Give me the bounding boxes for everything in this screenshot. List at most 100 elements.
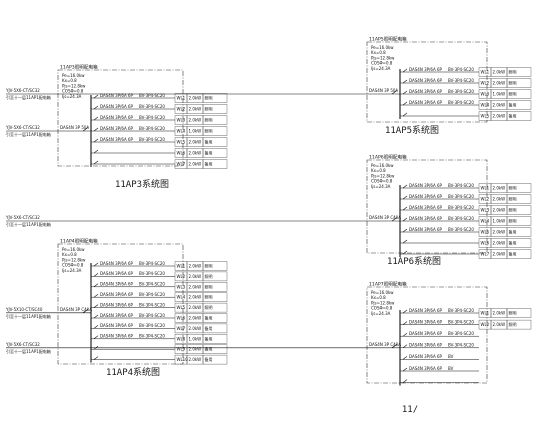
circuit-cable-spec: BV-3P4-SC20 — [139, 282, 165, 287]
breaker-switch-symbol — [93, 314, 99, 319]
circuit-breaker-spec: DAS4N 3P/6A 6P — [100, 261, 133, 266]
circuit-use-cell — [202, 271, 228, 282]
circuit-tag: WL5 — [177, 305, 186, 310]
breaker-switch-symbol — [402, 79, 408, 84]
circuit-use: 备用 — [509, 229, 517, 235]
circuit-use: 备用 — [205, 150, 213, 156]
load-parameter: Pjs=12.8kw — [62, 83, 86, 88]
breaker-switch-symbol — [402, 195, 408, 200]
circuit-use-cell — [202, 292, 228, 302]
circuit-breaker-spec: DAS4N 3P/6A 6P — [409, 89, 442, 94]
circuit-power: 2.0kW — [189, 151, 202, 156]
circuit-cable-spec: BV-3P4-SC20 — [448, 100, 474, 105]
circuit-use-cell — [506, 308, 532, 318]
breaker-switch-symbol — [402, 367, 408, 372]
circuit-cable-spec: BV-3P4-SC20 — [448, 89, 474, 94]
load-parameter: COSΦ=0.8 — [62, 263, 84, 268]
circuit-breaker-spec: DAS4N 3P/6A 6P — [409, 366, 442, 371]
circuit-cable-spec: BV-3P4-SC20 — [139, 93, 165, 98]
breaker-switch-symbol — [93, 105, 99, 110]
circuit-tag: WL1 — [481, 311, 490, 316]
circuit-use: 照明 — [509, 92, 517, 97]
circuit-breaker-spec: DAS4N 3P/6A 6P — [409, 216, 442, 221]
circuit-cable-spec: BV-3P4-SC20 — [139, 323, 165, 328]
panel-enclosure — [366, 159, 488, 254]
incoming-feeder-note: 引至十一层11AP1配电箱 — [6, 131, 51, 137]
circuit-power: 2.0kW — [189, 118, 202, 123]
main-breaker-label: DAS4N 3P C40A — [369, 342, 401, 347]
circuit-tag: WL7 — [481, 252, 490, 257]
load-parameter: Kx=0.8 — [371, 168, 386, 173]
circuit-power: 2.0kW — [493, 70, 506, 75]
circuit-tag: WL2 — [481, 322, 490, 327]
circuit-breaker-spec: DAS4N 3P/6A 6P — [100, 302, 133, 307]
main-breaker-label: DAS4N 3P 50A — [369, 88, 398, 93]
circuit-breaker-spec: DAS4N 3P/6A 6P — [409, 205, 442, 210]
circuit-power: 2.0kW — [189, 347, 202, 352]
circuit-use: 照明 — [205, 274, 213, 279]
circuit-tag: WL5 — [481, 230, 490, 235]
circuit-use-cell — [506, 183, 532, 193]
circuit-cable-spec: BV-3P4-SC20 — [139, 115, 165, 120]
breaker-switch-symbol — [402, 239, 408, 244]
load-parameter: Pe=16.0kw — [62, 247, 85, 252]
circuit-use: 备用 — [205, 346, 213, 352]
circuit-power: 2.0kW — [493, 114, 506, 119]
circuit-use-cell — [202, 313, 228, 323]
circuit-power: 2.0kW — [189, 274, 202, 279]
circuit-use: 照明 — [205, 107, 213, 112]
circuit-power: 2.0kW — [189, 162, 202, 167]
panel-header: 11AP5照明配电箱 — [369, 36, 407, 43]
circuit-use-cell — [506, 67, 532, 77]
circuit-cable-spec: BV-3P4-SC20 — [448, 331, 474, 336]
circuit-power: 1.0kW — [493, 92, 506, 97]
load-parameter: Pe=16.0kw — [371, 163, 394, 168]
circuit-breaker-spec: DAS4N 3P/6A 6P — [100, 292, 133, 297]
circuit-use: 照明 — [509, 70, 517, 75]
breaker-switch-symbol — [93, 304, 99, 308]
circuit-power: 2.0kW — [493, 311, 506, 316]
breaker-switch-symbol — [402, 184, 408, 189]
circuit-tag: WL5 — [177, 140, 186, 145]
circuit-breaker-spec: DAS4N 3P/6A 6P — [100, 126, 133, 131]
load-parameter: Ijs=24.3A — [62, 94, 82, 99]
panel-11ap7: 11AP7照明配电箱Pe=16.0kwKx=0.8Pjs=12.8kwCOSΦ=… — [5, 281, 532, 415]
circuit-use: 照明 — [205, 284, 213, 289]
circuit-cable-spec: BV — [448, 366, 454, 371]
circuit-tag: WL2 — [481, 197, 490, 202]
circuit-row: DAS4N 3P/6A 6P BV — [400, 366, 479, 372]
circuit-tag: WL1 — [481, 186, 490, 191]
circuit-use-cell — [202, 159, 228, 169]
circuit-use: 照明 — [509, 186, 517, 191]
panel-11ap6: 11AP6照明配电箱Pe=16.0kwKx=0.8Pjs=12.8kwCOSΦ=… — [5, 154, 532, 267]
circuit-cable-spec: BV-3P4-SC20 — [139, 104, 165, 109]
main-breaker-symbol — [391, 90, 398, 95]
circuit-power: 2.0kW — [189, 305, 202, 310]
load-parameter: Ijs=24.3A — [62, 268, 82, 273]
circuit-tag: WL4 — [177, 129, 186, 134]
circuit-tag: WL2 — [177, 274, 186, 279]
circuit-use: 照明 — [509, 219, 517, 224]
breaker-switch-symbol — [93, 273, 99, 277]
panel-header: 11AP6照明配电箱 — [369, 154, 407, 161]
circuit-tag: WL6 — [177, 316, 186, 321]
circuit-power: 2.0kW — [189, 140, 202, 145]
circuit-breaker-spec: DAS4N 3P/6A 6P — [409, 78, 442, 83]
circuit-use: 备用 — [509, 240, 517, 246]
circuit-use-cell — [506, 111, 532, 121]
circuit-power: 1.0kW — [189, 336, 202, 341]
panel-header: 11AP4照明配电箱 — [60, 238, 98, 245]
circuit-power: 2.0kW — [189, 107, 202, 112]
circuit-use: 照明 — [205, 295, 213, 300]
circuit-breaker-spec: DAS4N 3P/6A 6P — [409, 319, 442, 324]
circuit-cable-spec: BV — [448, 354, 454, 359]
